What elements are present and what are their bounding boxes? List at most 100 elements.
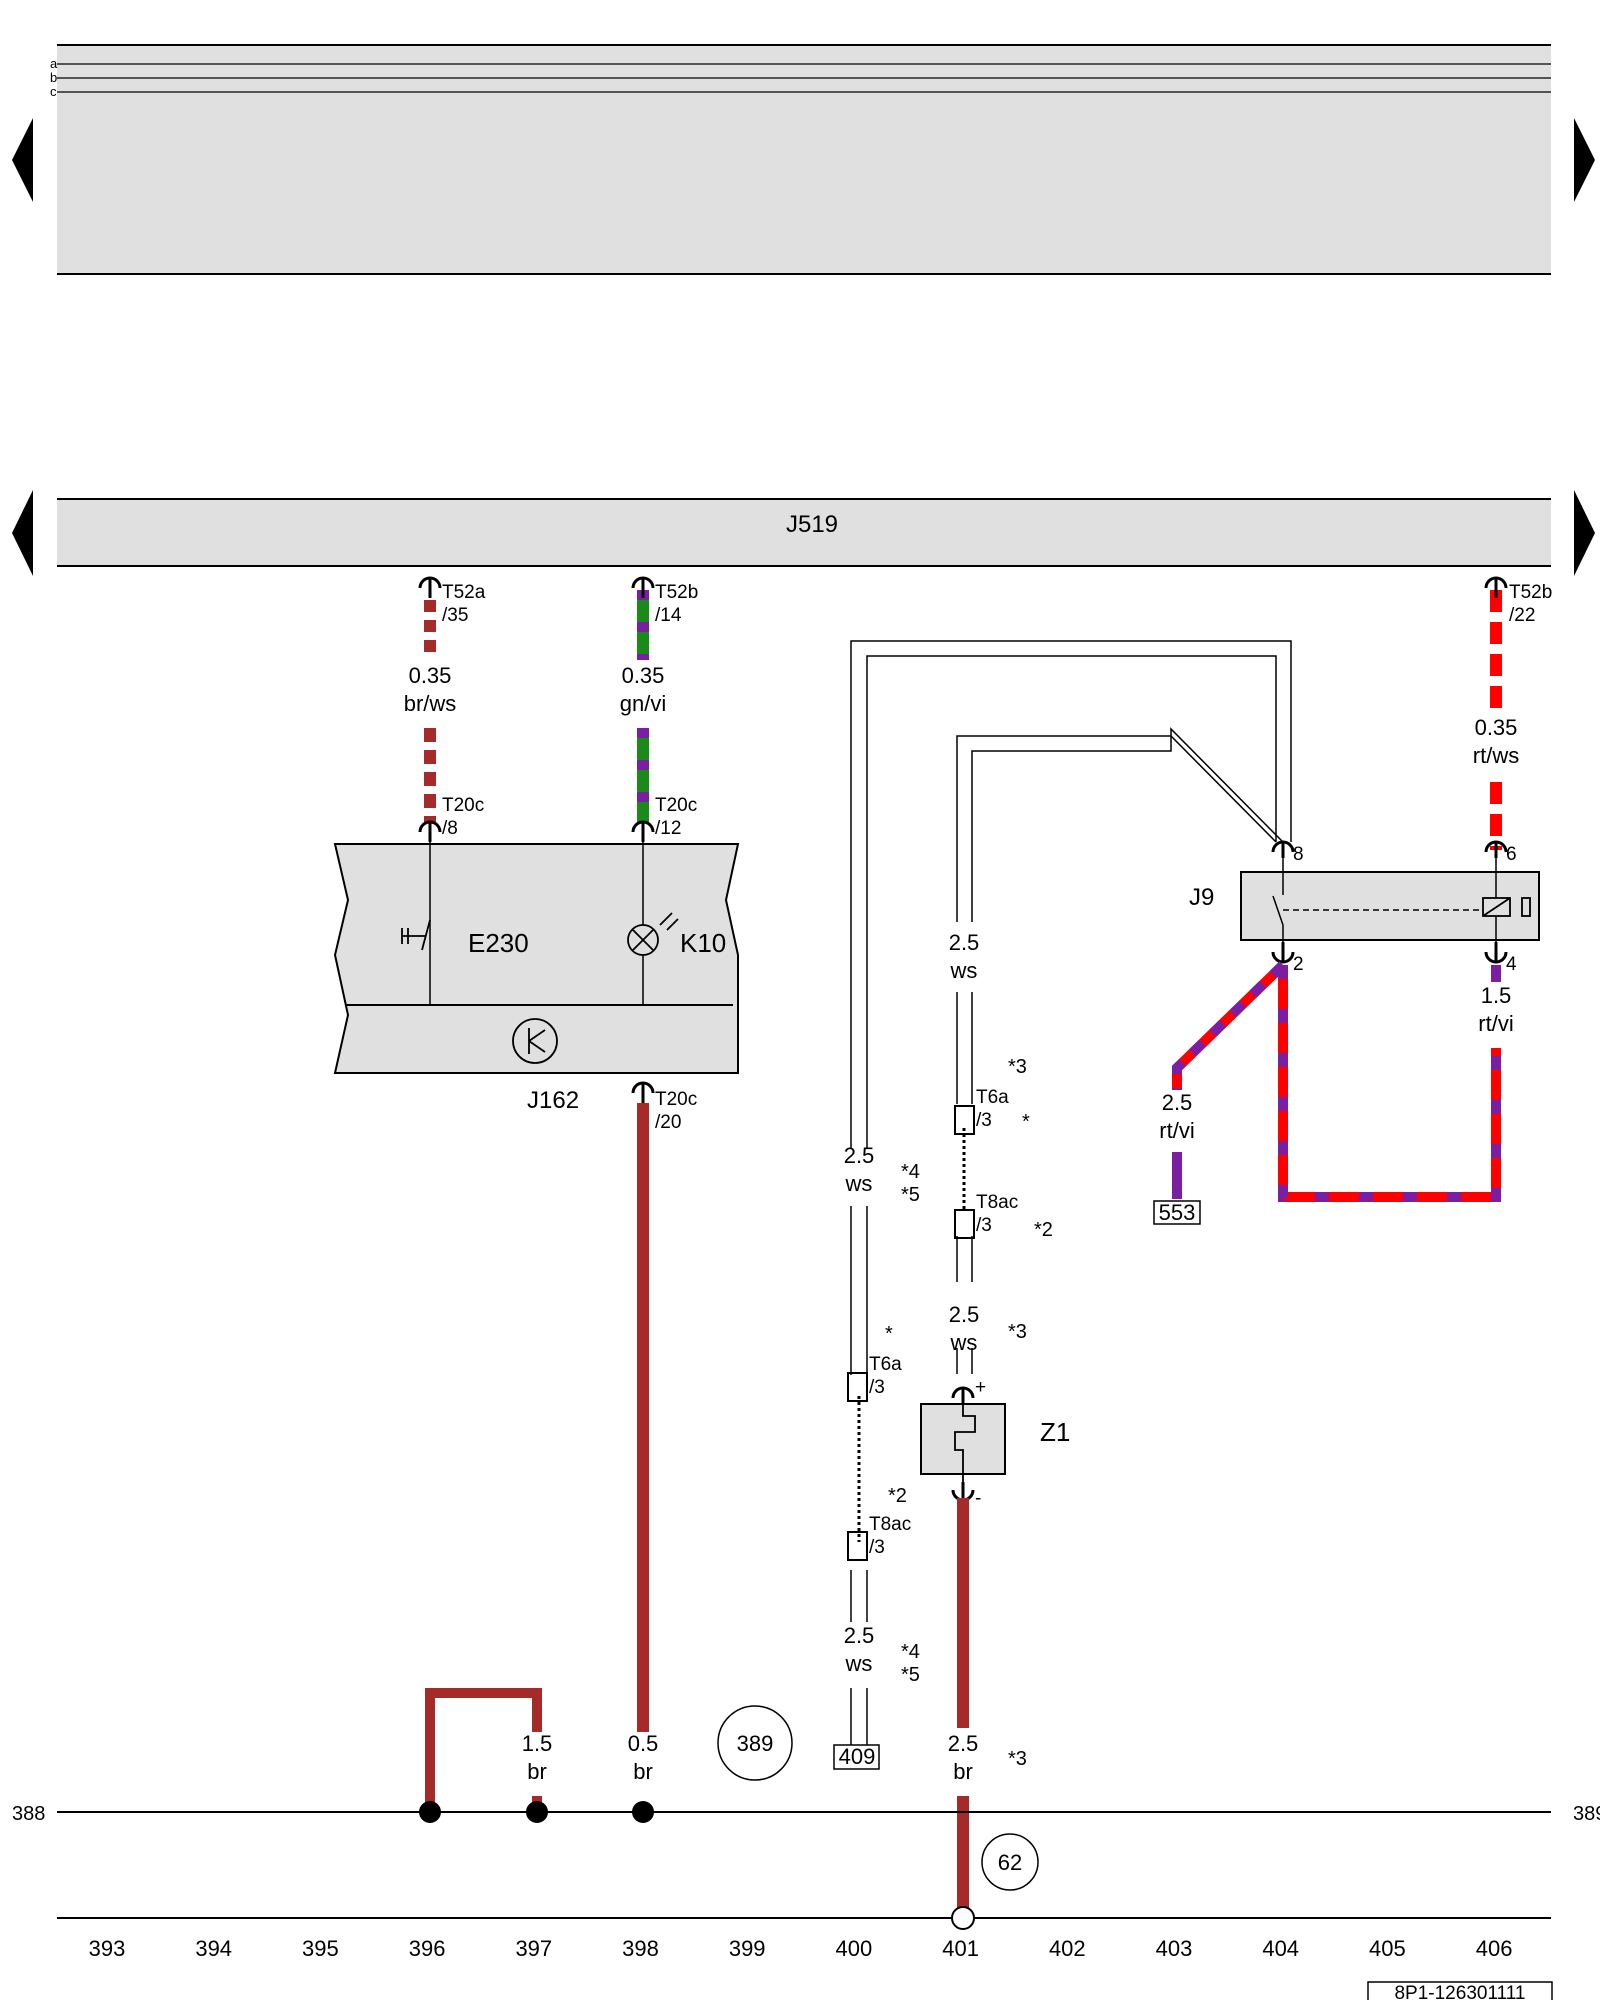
connector-boxes — [847, 1105, 975, 1561]
reference-553: 553 — [1159, 1200, 1196, 1225]
wire-color-label: gn/vi — [620, 691, 666, 716]
wire-size-label: 2.5 — [844, 1143, 875, 1168]
connector-t20c-12: T20c — [655, 795, 697, 816]
component-k10-label: K10 — [680, 928, 726, 958]
wire-color-label: br — [633, 1759, 653, 1784]
connector-t20c-20-pin: /20 — [655, 1112, 681, 1133]
splice-point — [526, 1801, 548, 1823]
wire-rt-vi — [1172, 961, 1501, 1202]
reference-box[interactable] — [833, 1744, 880, 1770]
wire-size-label: 1.5 — [522, 1731, 553, 1756]
doc-id-box — [1367, 1981, 1553, 2000]
ground-point-label: 389 — [737, 1731, 774, 1756]
ground-terminal — [951, 1906, 975, 1930]
connector-t8ac: T8ac — [976, 1192, 1018, 1213]
arrow-left-icon[interactable] — [12, 490, 33, 576]
wire-size-label: 2.5 — [949, 930, 980, 955]
transistor-icon — [512, 1018, 558, 1064]
column-number: 394 — [195, 1936, 232, 1961]
header-band: a b c — [50, 44, 1551, 275]
wire-size-label: 0.5 — [628, 1731, 659, 1756]
z1-pin-minus: - — [975, 1488, 981, 1509]
arrow-left-icon[interactable] — [12, 118, 33, 202]
splice-point — [632, 1801, 654, 1823]
wire-size-label: 1.5 — [1481, 983, 1512, 1008]
component-z1-label: Z1 — [1040, 1417, 1070, 1447]
connector-t6a-pin: /3 — [869, 1377, 885, 1398]
wire-size-label: 2.5 — [844, 1623, 875, 1648]
heater-icon — [954, 1396, 976, 1482]
footnote: *3 — [1008, 1748, 1027, 1770]
wire-br-loop — [425, 1688, 542, 1812]
wire-color-label: rt/ws — [1473, 743, 1519, 768]
row-label-c: c — [50, 84, 57, 99]
component-j162-label: J162 — [527, 1087, 579, 1114]
ground-point-62[interactable] — [981, 1833, 1039, 1891]
row-label-b: b — [50, 70, 57, 85]
wire-size-label: 2.5 — [948, 1731, 979, 1756]
relay-icon — [1482, 897, 1531, 917]
column-number: 404 — [1262, 1936, 1299, 1961]
wire-size-label: 2.5 — [1162, 1090, 1193, 1115]
column-number: 401 — [942, 1936, 979, 1961]
footnote: * — [885, 1323, 893, 1345]
column-number: 406 — [1476, 1936, 1513, 1961]
connector-symbols — [1271, 840, 1508, 964]
column-number: 400 — [836, 1936, 873, 1961]
wire-size-label: 0.35 — [1475, 715, 1518, 740]
column-number: 397 — [515, 1936, 552, 1961]
lamp-icon — [627, 912, 679, 956]
wire-color-label: ws — [950, 1330, 978, 1355]
reference-box[interactable] — [1153, 1200, 1201, 1225]
connector-t20c-8-pin: /8 — [442, 818, 458, 839]
connector-t20c-8: T20c — [442, 795, 484, 816]
wire-color-label: ws — [845, 1171, 873, 1196]
footnote: *5 — [901, 1184, 920, 1206]
ground-point-label: 62 — [998, 1850, 1022, 1875]
connector-t52b-22: T52b — [1509, 582, 1552, 603]
j519-label: J519 — [786, 511, 838, 538]
footnote: *3 — [1008, 1056, 1027, 1078]
connector-t8ac-pin: /3 — [869, 1537, 885, 1558]
footnote: * — [1022, 1111, 1030, 1133]
component-j162-block — [333, 842, 740, 1074]
column-number: 393 — [89, 1936, 126, 1961]
j9-pin: 2 — [1293, 954, 1304, 975]
footnote: *3 — [1008, 1321, 1027, 1343]
connector-t52b-22-pin: /22 — [1509, 605, 1535, 626]
arrow-right-icon[interactable] — [1574, 118, 1595, 202]
wire-color-label: ws — [845, 1651, 873, 1676]
j9-pin: 8 — [1293, 844, 1304, 865]
column-number: 398 — [622, 1936, 659, 1961]
connector-t52a: T52a — [442, 582, 486, 603]
footnote: *2 — [1034, 1219, 1053, 1241]
footnote: *4 — [901, 1641, 920, 1663]
reference-409: 409 — [839, 1744, 876, 1769]
column-number: 403 — [1156, 1936, 1193, 1961]
column-number: 396 — [409, 1936, 446, 1961]
wire-color-label: br/ws — [404, 691, 457, 716]
connector-t52b-pin: /14 — [655, 605, 682, 626]
arrow-right-icon[interactable] — [1574, 490, 1595, 576]
j9-pin: 4 — [1506, 954, 1517, 975]
column-number: 395 — [302, 1936, 339, 1961]
component-e230-label: E230 — [468, 928, 529, 958]
column-number: 399 — [729, 1936, 766, 1961]
connector-symbols — [418, 576, 1508, 1103]
wire-size-label: 0.35 — [409, 663, 452, 688]
connector-t6a: T6a — [976, 1087, 1009, 1108]
wire-color-label: rt/vi — [1159, 1118, 1194, 1143]
wire-color-label: br — [527, 1759, 547, 1784]
footnote: *5 — [901, 1664, 920, 1686]
wire-ws-left — [850, 640, 1292, 1745]
wire-ws-right — [956, 727, 1284, 1374]
switch-icon — [401, 919, 431, 951]
connector-t52a-pin: /35 — [442, 605, 468, 626]
connector-t8ac-pin: /3 — [976, 1215, 992, 1236]
ground-point-389[interactable] — [717, 1705, 793, 1781]
connector-t6a: T6a — [869, 1354, 902, 1375]
row-label-a: a — [50, 56, 58, 71]
connector-t8ac: T8ac — [869, 1514, 911, 1535]
